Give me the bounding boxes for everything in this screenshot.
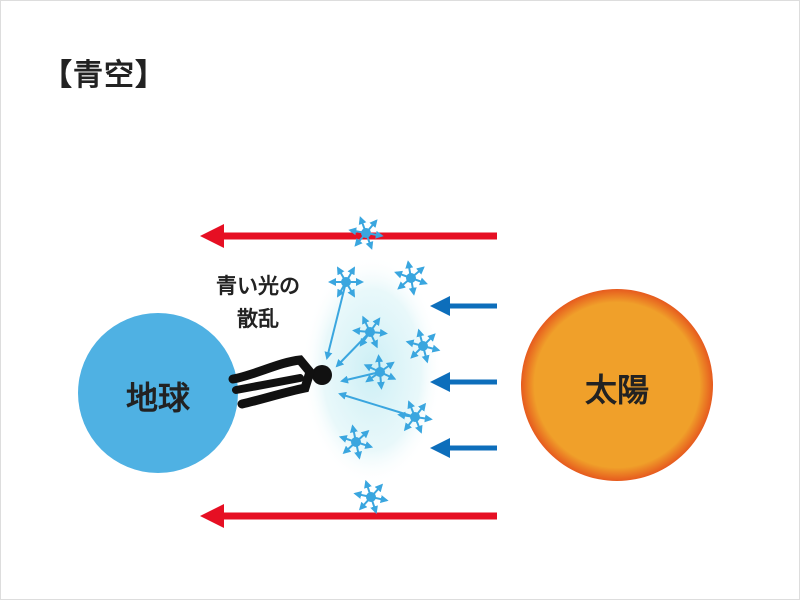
scattered-ray bbox=[340, 371, 381, 384]
sun-label: 太陽 bbox=[584, 371, 649, 409]
scatter-particle-icon bbox=[328, 266, 364, 298]
scatter-particle-icon bbox=[338, 424, 374, 460]
person-icon bbox=[228, 355, 332, 409]
earth-circle bbox=[78, 313, 238, 473]
earth-label: 地球 bbox=[125, 379, 190, 417]
scatter-particle-icon bbox=[397, 400, 433, 434]
scatter-particle-icon bbox=[394, 260, 428, 296]
sun-circle bbox=[521, 289, 713, 481]
scatter-label-line2: 散乱 bbox=[237, 307, 279, 331]
scatter-label-line1: 青い光の bbox=[216, 274, 300, 298]
blue-light-arrow bbox=[430, 296, 497, 316]
blue-light-arrow bbox=[430, 438, 497, 458]
scatter-particle-icon bbox=[363, 354, 397, 390]
scatter-particle-icon bbox=[353, 479, 389, 515]
page-title: 【青空】 bbox=[42, 58, 166, 93]
scattered-ray bbox=[335, 331, 371, 368]
blue-light-arrow bbox=[430, 372, 497, 392]
scatter-particle-icon bbox=[405, 328, 441, 364]
red-light-arrow-top bbox=[200, 224, 497, 248]
scatter-particle-icon bbox=[348, 216, 384, 250]
scatter-particle-icon bbox=[352, 315, 388, 349]
red-light-arrow-bottom bbox=[200, 504, 497, 528]
